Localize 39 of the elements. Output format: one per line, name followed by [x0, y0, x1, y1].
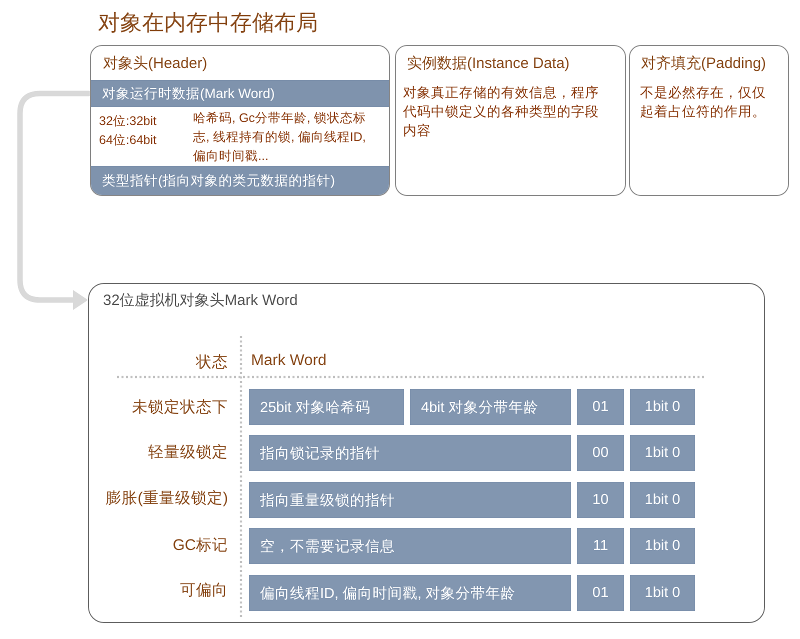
bit-field: 1bit 0	[630, 435, 695, 471]
bit-width-note: 32位:32bit 64位:64bit	[99, 113, 158, 149]
column-header: Mark Word	[251, 352, 327, 370]
bit-field: 1bit 0	[630, 575, 695, 611]
bit-field: 空，不需要记录信息	[249, 528, 571, 564]
bit-field: 指向重量级锁的指针	[249, 482, 571, 518]
bit-field: 00	[577, 435, 624, 471]
description-text: 不是必然存在，仅仅起着占位符的作用。	[640, 84, 767, 121]
row-label: 膨胀(重量级锁定)	[104, 489, 228, 509]
table-card	[88, 283, 765, 623]
bit-field: 25bit 对象哈希码	[249, 389, 404, 425]
bit-field: 01	[577, 575, 624, 611]
bit-field: 11	[577, 528, 624, 564]
column-header: 状态	[194, 353, 228, 373]
info-card	[395, 45, 626, 196]
bit-field: 4bit 对象分带年龄	[410, 389, 571, 425]
header-band: 类型指针(指向对象的类元数据的指针)	[91, 166, 389, 195]
card-heading: 对象头(Header)	[103, 54, 208, 73]
row-label: 轻量级锁定	[147, 443, 228, 463]
card-heading: 实例数据(Instance Data)	[407, 54, 570, 73]
bit-field: 1bit 0	[630, 528, 695, 564]
bit-field: 指向锁记录的指针	[249, 435, 571, 471]
connector-arrow	[17, 90, 91, 310]
header-card	[90, 45, 390, 196]
bit-field: 10	[577, 482, 624, 518]
bit-field: 偏向线程ID, 偏向时间戳, 对象分带年龄	[249, 575, 571, 611]
panel-title: 32位虚拟机对象头Mark Word	[103, 291, 298, 310]
diagram-title: 对象在内存中存储布局	[98, 9, 318, 37]
info-card	[629, 45, 789, 196]
bit-field: 01	[577, 389, 624, 425]
row-label: 未锁定状态下	[131, 398, 228, 418]
bit-field: 1bit 0	[630, 389, 695, 425]
header-band: 对象运行时数据(Mark Word)	[91, 80, 389, 107]
card-heading: 对齐填充(Padding)	[641, 54, 766, 73]
description-text: 对象真正存储的有效信息，程序代码中锁定义的各种类型的字段内容	[403, 84, 600, 140]
description-text: 哈希码, Gc分带年龄, 锁状态标志, 线程持有的锁, 偏向线程ID, 偏向时间戳...	[193, 110, 367, 165]
row-label: 可偏向	[179, 581, 228, 601]
bit-field: 1bit 0	[630, 482, 695, 518]
row-label: GC标记	[172, 536, 228, 556]
